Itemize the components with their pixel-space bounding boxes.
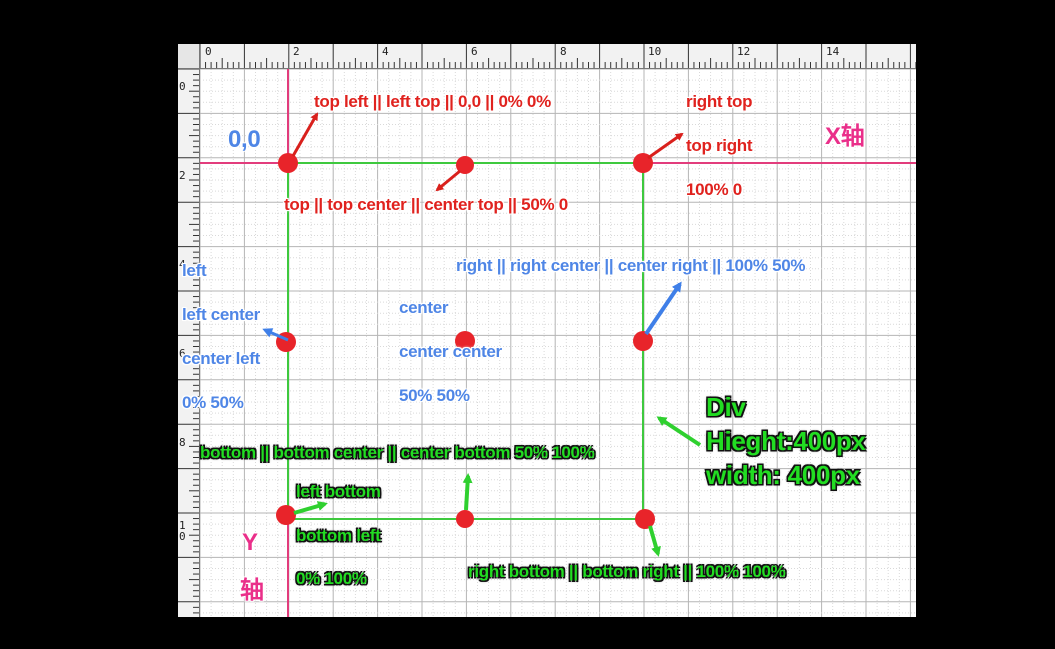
origin-label: 0,0 [228,126,261,153]
point-bottom-left [276,505,296,525]
arrow-left-center [262,328,289,342]
ruler-top-label: 2 [293,45,300,58]
arrow-bottom-left [293,501,328,515]
grid-lines [199,68,916,617]
arrow-top-right [647,132,684,160]
x-axis-label: X轴 [825,123,865,150]
grid [199,68,916,617]
label-top-center: top || top center || center top || 50% 0 [284,195,568,214]
label-bottom-left-2: bottom left [296,526,381,545]
label-left-3: center left [182,349,260,368]
label-bottom-right: right bottom || bottom right || 100% 100… [468,562,786,581]
ruler-top-label: 10 [648,45,662,58]
ruler-top-label: 0 [205,45,212,58]
ruler-top-label: 14 [826,45,840,58]
label-center-1: center [399,298,449,317]
ruler-left-label: 8 [179,436,186,449]
ruler-left-label: 2 [179,169,186,182]
label-center-2: center center [399,342,502,361]
label-left-1: left [182,261,207,280]
label-bottom-left-1: left bottom [296,482,381,501]
label-right-center: right || right center || center right ||… [456,256,806,275]
ruler-corner [178,44,200,69]
arrow-bottom-center [462,473,473,511]
label-top-right-3: 100% 0 [686,180,742,199]
label-bottom-left-3: 0% 100% [296,569,367,588]
ruler-top-label: 12 [737,45,751,58]
ruler-left-label: 0 [179,80,186,93]
point-top-center [456,156,474,174]
ruler-left-label: 1 0 [179,519,186,543]
label-left-4: 0% 50% [182,393,244,412]
point-right-center [633,331,653,351]
label-div-1: Div [706,392,746,422]
diagram-canvas: 0 2 4 6 8 10 12 14 0 2 4 6 8 1 0 [178,44,916,617]
ruler-top-label: 6 [471,45,478,58]
ruler-vertical-ticks [178,68,199,614]
point-top-left [278,153,298,173]
arrow-top-center [435,169,461,192]
label-top-left: top left || left top || 0,0 || 0% 0% [314,92,551,111]
y-axis-label: Y [242,529,258,556]
label-center-3: 50% 50% [399,386,470,405]
label-top-right-1: right top [686,92,753,111]
y-axis-label-2: 轴 [240,577,264,604]
point-bottom-center [456,510,474,528]
point-center [455,331,475,351]
ruler-top-label: 4 [382,45,389,58]
ruler-top-label: 8 [560,45,567,58]
arrow-top-left [291,112,319,157]
ruler-horizontal-ticks [199,44,916,68]
arrow-bottom-right [648,525,661,557]
label-bottom-center: bottom || bottom center || center bottom… [200,443,595,462]
label-div-2: Hieght:400px [706,426,866,456]
diagram-shapes [200,69,916,617]
ruler-left-label: 6 [179,347,186,360]
arrow-right-center [644,281,682,336]
ruler-vertical: 0 2 4 6 8 1 0 [178,68,200,617]
label-left-2: left center [182,305,260,324]
label-top-right-2: top right [686,136,753,155]
arrow-div [656,416,702,447]
point-bottom-right [635,509,655,529]
label-div-3: width: 400px [706,460,860,490]
ruler-horizontal: 0 2 4 6 8 10 12 14 [178,44,916,69]
ruler-left-label: 4 [179,258,186,271]
